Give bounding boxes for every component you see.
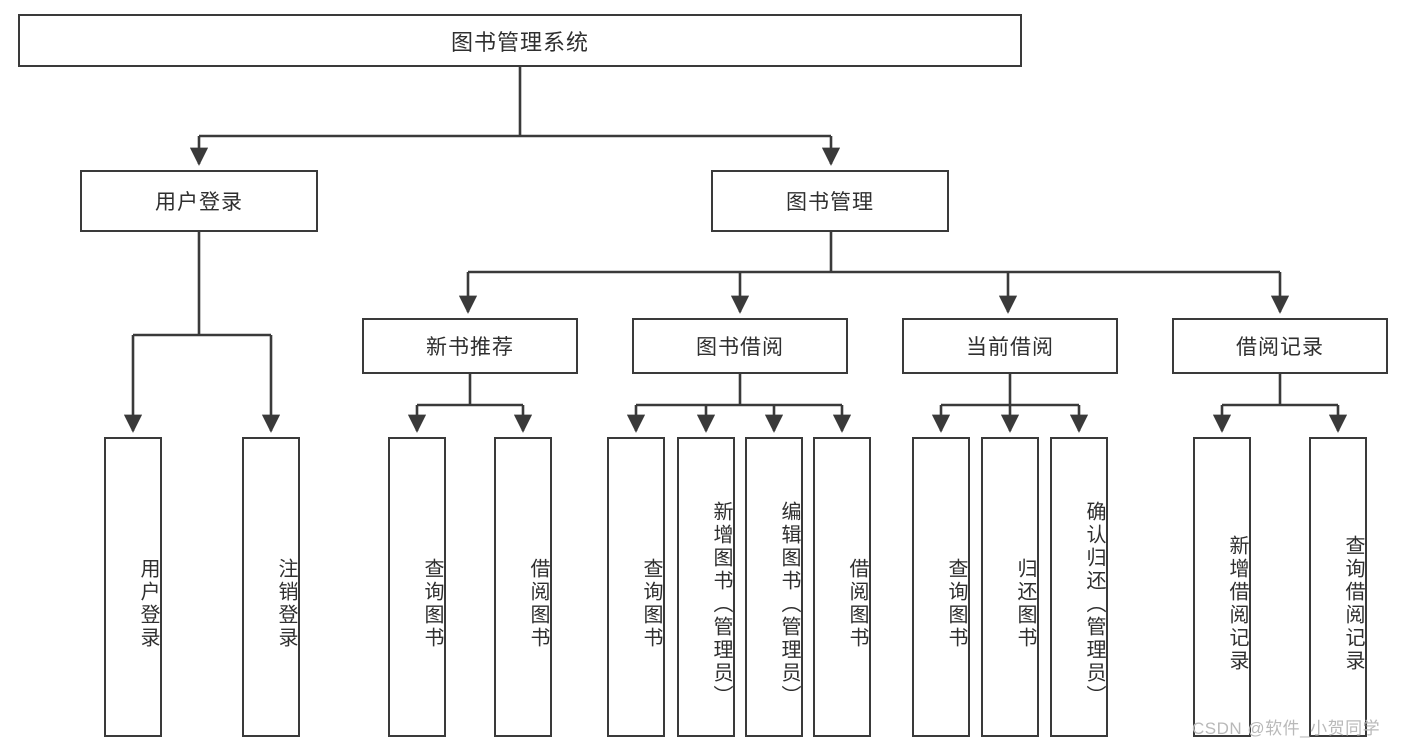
node-borrow-record[interactable]: 借阅记录 [1172, 318, 1388, 374]
node-leaf-query-book-borrow[interactable]: 查询图书 [607, 437, 665, 737]
node-leaf-return-book[interactable]: 归还图书 [981, 437, 1039, 737]
node-book-borrow[interactable]: 图书借阅 [632, 318, 848, 374]
node-leaf-query-book-current[interactable]: 查询图书 [912, 437, 970, 737]
node-current-borrow[interactable]: 当前借阅 [902, 318, 1118, 374]
node-new-book-recommend[interactable]: 新书推荐 [362, 318, 578, 374]
node-leaf-query-book-recommend[interactable]: 查询图书 [388, 437, 446, 737]
node-leaf-add-book-admin[interactable]: 新增图书（管理员） [677, 437, 735, 737]
node-leaf-borrow-book[interactable]: 借阅图书 [813, 437, 871, 737]
node-leaf-add-borrow-record[interactable]: 新增借阅记录 [1193, 437, 1251, 737]
node-user-login[interactable]: 用户登录 [80, 170, 318, 232]
node-leaf-edit-book-admin[interactable]: 编辑图书（管理员） [745, 437, 803, 737]
node-root-system[interactable]: 图书管理系统 [18, 14, 1022, 67]
node-book-management[interactable]: 图书管理 [711, 170, 949, 232]
node-leaf-query-borrow-record[interactable]: 查询借阅记录 [1309, 437, 1367, 737]
node-leaf-confirm-return-admin[interactable]: 确认归还（管理员） [1050, 437, 1108, 737]
node-leaf-user-login[interactable]: 用户登录 [104, 437, 162, 737]
node-leaf-borrow-book-recommend[interactable]: 借阅图书 [494, 437, 552, 737]
node-leaf-logout[interactable]: 注销登录 [242, 437, 300, 737]
